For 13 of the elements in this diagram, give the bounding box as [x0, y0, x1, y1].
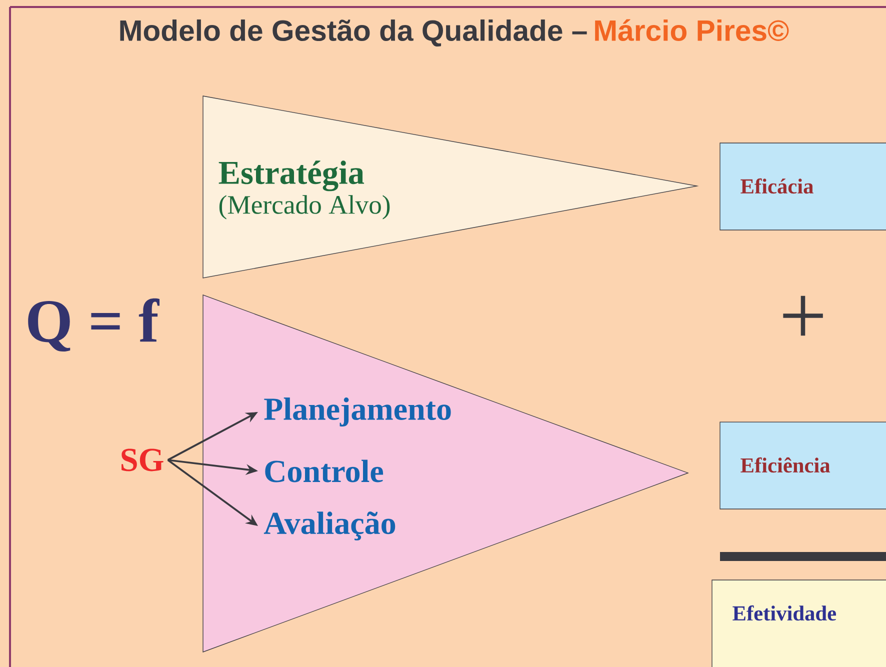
title: Modelo de Gestão da Qualidade –: [120, 19, 587, 46]
plus-sign: +: [783, 296, 823, 336]
item-text: Avaliação: [264, 512, 396, 540]
result-box: Eficiência: [720, 422, 886, 510]
result-box: Efetividade: [712, 580, 886, 667]
result-box: Eficácia: [720, 142, 886, 230]
formula-text: Q = f: [28, 298, 160, 352]
item-text: Planejamento: [264, 397, 451, 426]
triangle: [202, 294, 689, 652]
item-text: Controle: [265, 460, 384, 482]
triangle: Estratégia (Mercado Alvo): [202, 96, 699, 278]
item-text: SG: [122, 448, 164, 472]
author-name: Márcio Pires©: [595, 19, 789, 42]
